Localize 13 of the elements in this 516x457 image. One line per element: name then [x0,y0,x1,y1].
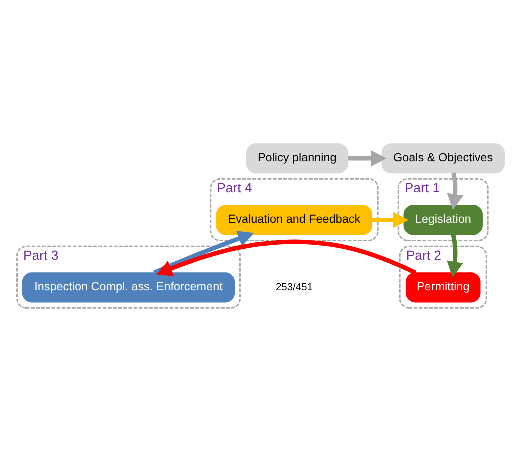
node-box: Legislation [404,204,483,235]
node-box: Permitting [406,272,481,302]
node-box: Policy planning [246,143,348,174]
arrow [372,211,409,228]
arrow [156,239,417,276]
label: 253/451 [276,282,314,293]
arrow [348,150,387,166]
arrow [153,230,254,274]
node-box: Inspection Compl. ass. Enforcement [22,272,236,302]
node-box: Goals & Objectives [382,143,505,174]
arrow [447,234,464,278]
node-box: Evaluation and Feedback [216,204,373,235]
arrow [447,172,464,210]
